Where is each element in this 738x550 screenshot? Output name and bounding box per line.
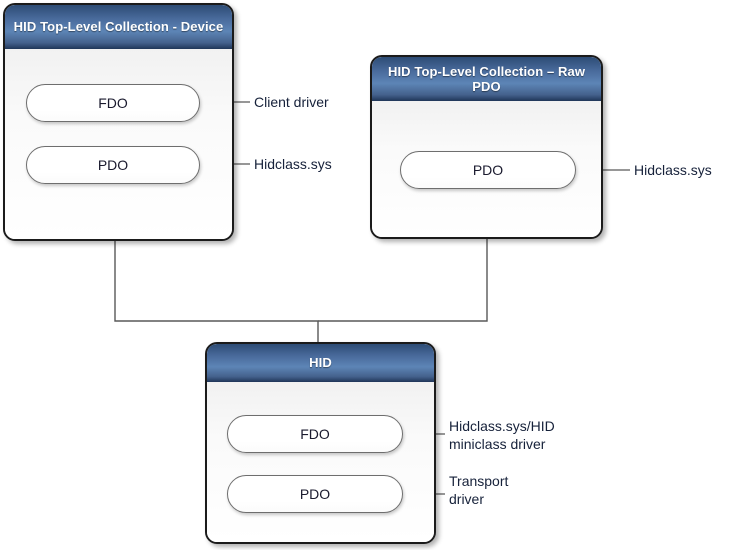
object-pdo-tlc-raw-pdo[interactable]: PDO [400,151,576,189]
callout-hidclass-sys-raw-pdo: Hidclass.sys [634,162,712,178]
node-hid-top-level-collection-device[interactable]: HID Top-Level Collection - Device [3,3,234,241]
node-hid-top-level-collection-raw-pdo[interactable]: HID Top-Level Collection – Raw PDO [370,55,603,239]
node-title-hid-top-level-collection-raw-pdo: HID Top-Level Collection – Raw PDO [372,57,601,101]
connector-rawpdo-to-hid [318,238,488,322]
connector-device-to-hid [114,240,319,342]
object-pdo-hid[interactable]: PDO [227,475,403,513]
callout-transport-driver: Transport driver [449,473,509,508]
node-body-hid [207,382,434,542]
object-fdo-hid[interactable]: FDO [227,415,403,453]
node-title-hid: HID [207,344,434,382]
object-pdo-tlc-device[interactable]: PDO [26,146,200,184]
callout-hidclass-sys-device-pdo: Hidclass.sys [254,156,332,172]
callout-client-driver: Client driver [254,94,329,110]
node-body-hid-top-level-collection-device [5,49,232,239]
callout-hidclass-sys-hid-miniclass-driver: Hidclass.sys/HID miniclass driver [449,418,555,453]
object-fdo-tlc-device[interactable]: FDO [26,84,200,122]
node-title-hid-top-level-collection-device: HID Top-Level Collection - Device [5,5,232,49]
